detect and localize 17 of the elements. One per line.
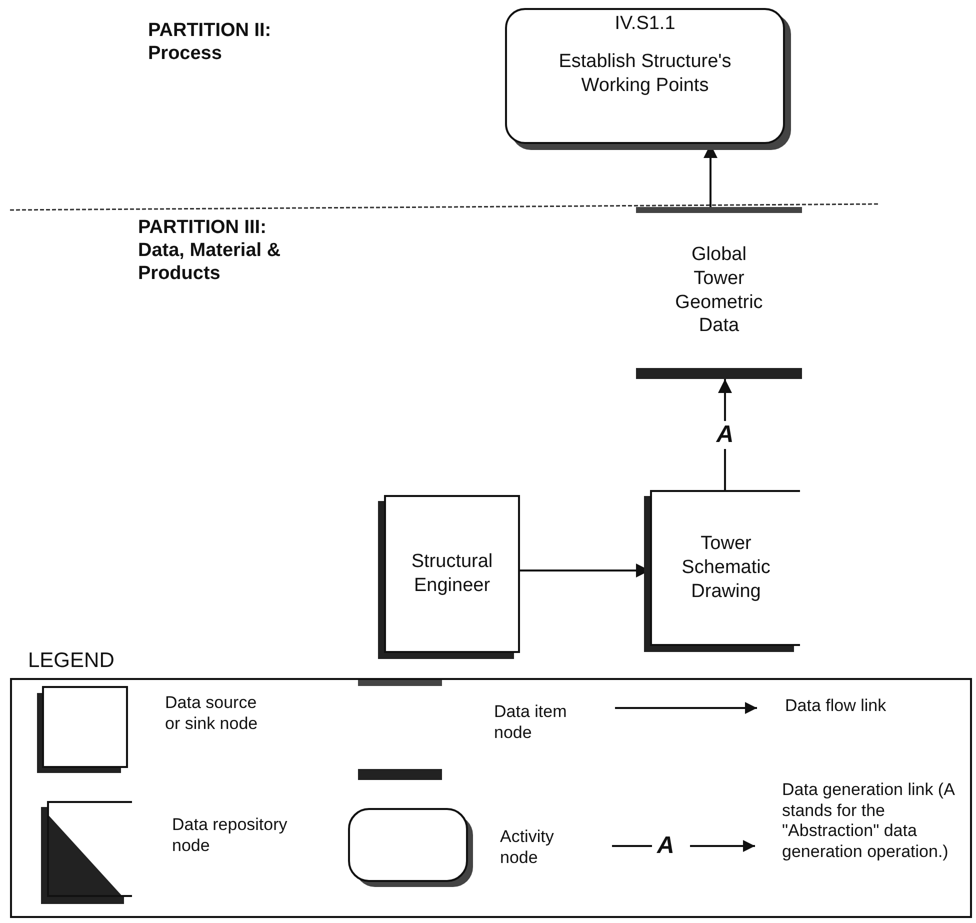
legend-text: Data item node [494, 702, 568, 744]
legend-text: Data generation link (A stands for the "Abstraction" data generation operation.) [782, 780, 956, 863]
edge-label: A [715, 420, 735, 448]
node-text: Global Tower Geometric Data [674, 243, 764, 338]
legend-text: Activity node [500, 827, 555, 868]
node-text: IV.S1.1 [614, 12, 676, 36]
legend-text: Data repository node [172, 815, 288, 856]
node-text: Tower Schematic Drawing [680, 532, 772, 604]
node-text: Establish Structure's Working Points [558, 50, 732, 98]
link-letter: A [657, 832, 676, 861]
partition-label: PARTITION II: Process [148, 20, 272, 66]
legend-text: Data source or sink node [165, 693, 259, 734]
data-item-node [636, 207, 802, 379]
legend-text: Data flow link [785, 696, 888, 717]
node-text: Structural Engineer [410, 550, 494, 598]
legend-heading: LEGEND [28, 648, 116, 674]
partition-label: PARTITION III: Data, Material & Products [138, 217, 282, 286]
